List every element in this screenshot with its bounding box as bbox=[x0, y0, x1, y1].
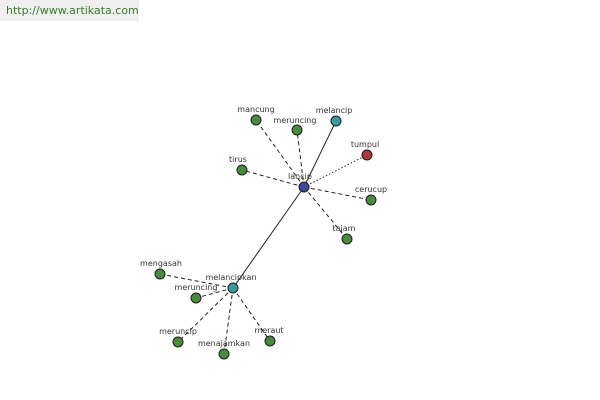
node-label-melancip[interactable]: melancip bbox=[316, 106, 353, 115]
edge-lancip-cerucup bbox=[303, 186, 372, 201]
node-label-meruncip[interactable]: meruncip bbox=[159, 327, 197, 336]
node-meraut[interactable] bbox=[264, 335, 276, 347]
node-tajam[interactable] bbox=[341, 233, 353, 245]
node-melancip[interactable] bbox=[330, 115, 342, 127]
node-label-meraut[interactable]: meraut bbox=[254, 326, 283, 335]
edge-lancip-tirus bbox=[241, 169, 305, 188]
edge-melancipkan-meraut bbox=[232, 287, 271, 342]
edge-melancipkan-meruncip bbox=[177, 287, 234, 343]
node-lancip[interactable] bbox=[298, 181, 310, 193]
nodes-layer bbox=[154, 114, 377, 360]
edge-lancip-tajam bbox=[303, 186, 348, 240]
node-label-tirus[interactable]: tirus bbox=[229, 155, 247, 164]
node-tirus[interactable] bbox=[236, 164, 248, 176]
node-label-tumpul[interactable]: tumpul bbox=[351, 140, 379, 149]
node-mengasah[interactable] bbox=[154, 268, 166, 280]
node-meruncing[interactable] bbox=[291, 124, 303, 136]
node-label-tajam[interactable]: tajam bbox=[333, 224, 356, 233]
node-tumpul[interactable] bbox=[361, 149, 373, 161]
node-label-mengasah[interactable]: mengasah bbox=[140, 259, 182, 268]
labels-layer: lancipmelancipmelancipkanmancungmeruncin… bbox=[140, 105, 387, 348]
edge-melancipkan-meruncing2 bbox=[195, 287, 234, 299]
edge-lancip-tumpul bbox=[303, 154, 368, 188]
node-label-meruncing2[interactable]: meruncing bbox=[175, 283, 218, 292]
edge-lancip-meruncing bbox=[296, 129, 305, 188]
node-label-melancipkan[interactable]: melancipkan bbox=[205, 273, 256, 282]
edges-layer bbox=[159, 119, 372, 355]
node-label-meruncing[interactable]: meruncing bbox=[274, 116, 317, 125]
edge-melancipkan-mengasah bbox=[159, 273, 234, 289]
edge-lancip-melancip bbox=[303, 120, 337, 188]
node-melancipkan[interactable] bbox=[227, 282, 239, 294]
node-mancung[interactable] bbox=[250, 114, 262, 126]
source-url-link[interactable]: http://www.artikata.com bbox=[0, 0, 139, 21]
node-label-menajamkan[interactable]: menajamkan bbox=[198, 339, 250, 348]
node-label-lancip[interactable]: lancip bbox=[288, 172, 312, 181]
node-meruncing2[interactable] bbox=[190, 292, 202, 304]
node-label-cerucup[interactable]: cerucup bbox=[355, 185, 387, 194]
edge-lancip-melancipkan bbox=[232, 186, 305, 289]
node-meruncip[interactable] bbox=[172, 336, 184, 348]
node-menajamkan[interactable] bbox=[218, 348, 230, 360]
node-label-mancung[interactable]: mancung bbox=[237, 105, 274, 114]
node-cerucup[interactable] bbox=[365, 194, 377, 206]
